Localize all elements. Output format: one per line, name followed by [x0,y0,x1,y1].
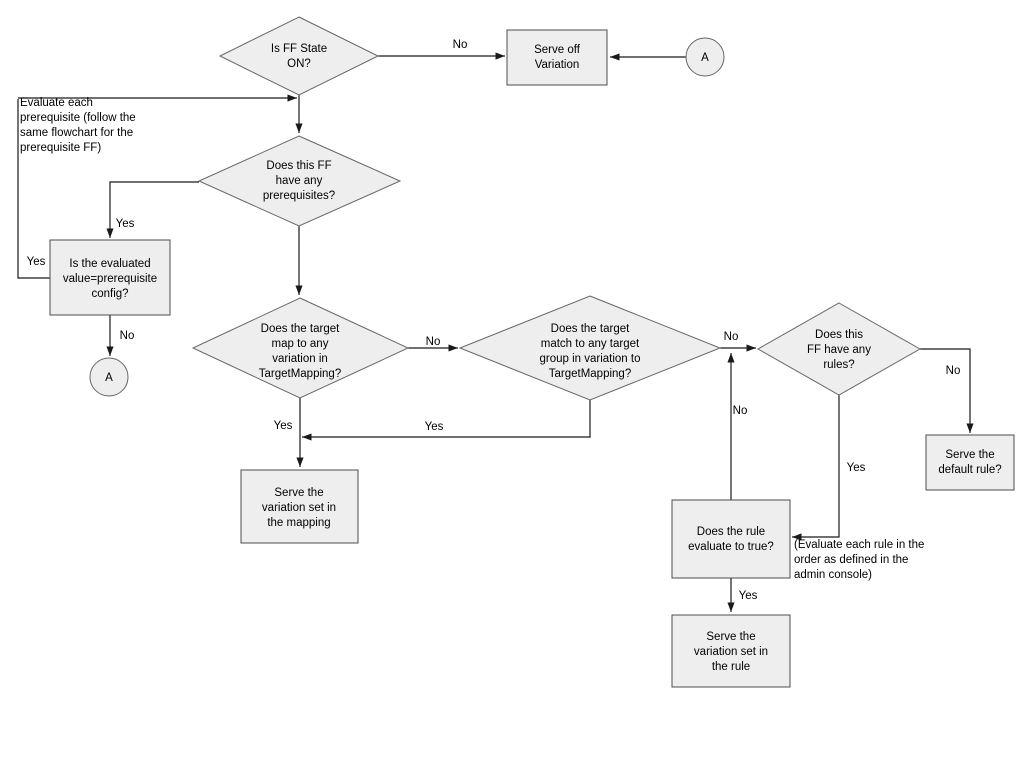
node-serve-mapping[interactable]: Serve the variation set in the mapping [240,469,359,544]
edge-label-prereq-yes: Yes [116,218,135,230]
node-label-serve-mapping-line1: Serve the [274,487,323,499]
edge-target-group-no: No [720,331,756,352]
node-label-has-rules-line1: Does this [815,329,863,341]
note-prerequisite: Evaluate each prerequisite (follow the s… [20,97,136,154]
node-connector-a-top[interactable]: A [685,37,725,77]
note-prerequisite-line1: Evaluate each [20,97,93,109]
edge-evaluated-no: No [106,315,135,356]
node-label-serve-mapping-line2: variation set in [262,502,336,514]
edge-label-has-rules-yes: Yes [847,462,866,474]
node-label-target-map-line1: Does the target [261,323,340,335]
edge-label-target-map-no: No [426,336,441,348]
node-label-evaluated-line1: Is the evaluated [69,258,150,270]
note-rule-order: (Evaluate each rule in the order as defi… [794,539,924,581]
note-rule-order-line1: (Evaluate each rule in the [794,539,924,551]
node-target-group[interactable]: Does the target match to any target grou… [458,295,722,401]
node-target-map[interactable]: Does the target map to any variation in … [191,297,410,399]
edge-prerequisites-yes: Yes [106,181,199,238]
node-label-target-map-line4: TargetMapping? [259,368,341,380]
edge-label-ff-state-no: No [453,39,468,51]
node-label-target-group-line1: Does the target [551,323,630,335]
note-rule-order-line3: admin console) [794,569,872,581]
node-connector-a-bottom[interactable]: A [89,357,129,397]
node-label-target-group-line4: TargetMapping? [549,368,631,380]
node-label-connector-a-top: A [701,52,709,64]
node-label-serve-default-line1: Serve the [945,449,994,461]
note-prerequisite-line3: same flowchart for the [20,127,133,139]
edge-label-rule-true-yes: Yes [739,590,758,602]
edge-label-target-group-yes: Yes [425,421,444,433]
note-prerequisite-line4: prerequisite FF) [20,142,101,154]
node-label-target-map-line3: variation in [272,353,328,365]
node-serve-off-variation[interactable]: Serve off Variation [506,29,608,86]
node-label-ff-state-line2: ON? [287,58,311,70]
node-label-rule-true-line1: Does the rule [697,526,765,538]
node-label-has-rules-line2: FF have any [807,344,871,356]
edge-label-rule-true-no: No [733,405,748,417]
edge-has-rules-no: No [920,348,974,433]
node-label-serve-rule-line1: Serve the [706,631,755,643]
edge-rule-true-no: No [727,353,748,500]
node-label-target-map-line2: map to any [272,338,329,350]
edge-ff-state-no: No [378,39,505,60]
node-rule-evaluate-true[interactable]: Does the rule evaluate to true? [671,499,791,579]
node-label-serve-rule-line2: variation set in [694,646,768,658]
node-label-evaluated-line3: config? [91,288,128,300]
node-has-prerequisites[interactable]: Does this FF have any prerequisites? [197,135,402,227]
node-is-ff-state-on[interactable]: Is FF State ON? [218,16,380,96]
edge-label-evaluated-no: No [120,330,135,342]
edge-target-group-yes: Yes [302,400,591,441]
edge-label-has-rules-no: No [946,365,961,377]
node-label-serve-mapping-line3: the mapping [267,517,330,529]
note-rule-order-line2: order as defined in the [794,554,908,566]
node-label-serve-off-line2: Variation [535,59,580,71]
node-label-has-rules-line3: rules? [823,359,854,371]
node-label-prerequisites-line2: have any [276,175,323,187]
node-label-serve-default-line2: default rule? [938,464,1001,476]
node-serve-default-rule[interactable]: Serve the default rule? [925,434,1015,491]
node-has-rules[interactable]: Does this FF have any rules? [756,302,922,396]
note-prerequisite-line2: prerequisite (follow the [20,112,136,124]
node-label-serve-off-line1: Serve off [534,44,581,56]
node-label-prerequisites-line1: Does this FF [266,160,331,172]
node-serve-rule[interactable]: Serve the variation set in the rule [671,614,791,688]
node-evaluated-value[interactable]: Is the evaluated value=prerequisite conf… [49,239,171,316]
edge-label-evaluated-yes: Yes [27,256,46,268]
node-label-ff-state-line1: Is FF State [271,43,327,55]
edge-target-map-yes: Yes [274,398,304,467]
node-label-target-group-line3: group in variation to [539,353,640,365]
node-label-serve-rule-line3: the rule [712,661,750,673]
node-label-connector-a-bottom: A [105,372,113,384]
node-label-rule-true-line2: evaluate to true? [688,541,774,553]
edge-has-rules-yes: Yes [792,395,866,541]
node-label-evaluated-line2: value=prerequisite [63,273,157,285]
edge-evaluated-yes-return: Yes [17,99,50,279]
edge-label-target-group-no: No [724,331,739,343]
edge-rule-true-yes: Yes [727,578,758,612]
node-label-prerequisites-line3: prerequisites? [263,190,335,202]
node-label-target-group-line2: match to any target [541,338,640,350]
edge-label-target-map-yes: Yes [274,420,293,432]
edge-target-map-no: No [408,336,458,352]
